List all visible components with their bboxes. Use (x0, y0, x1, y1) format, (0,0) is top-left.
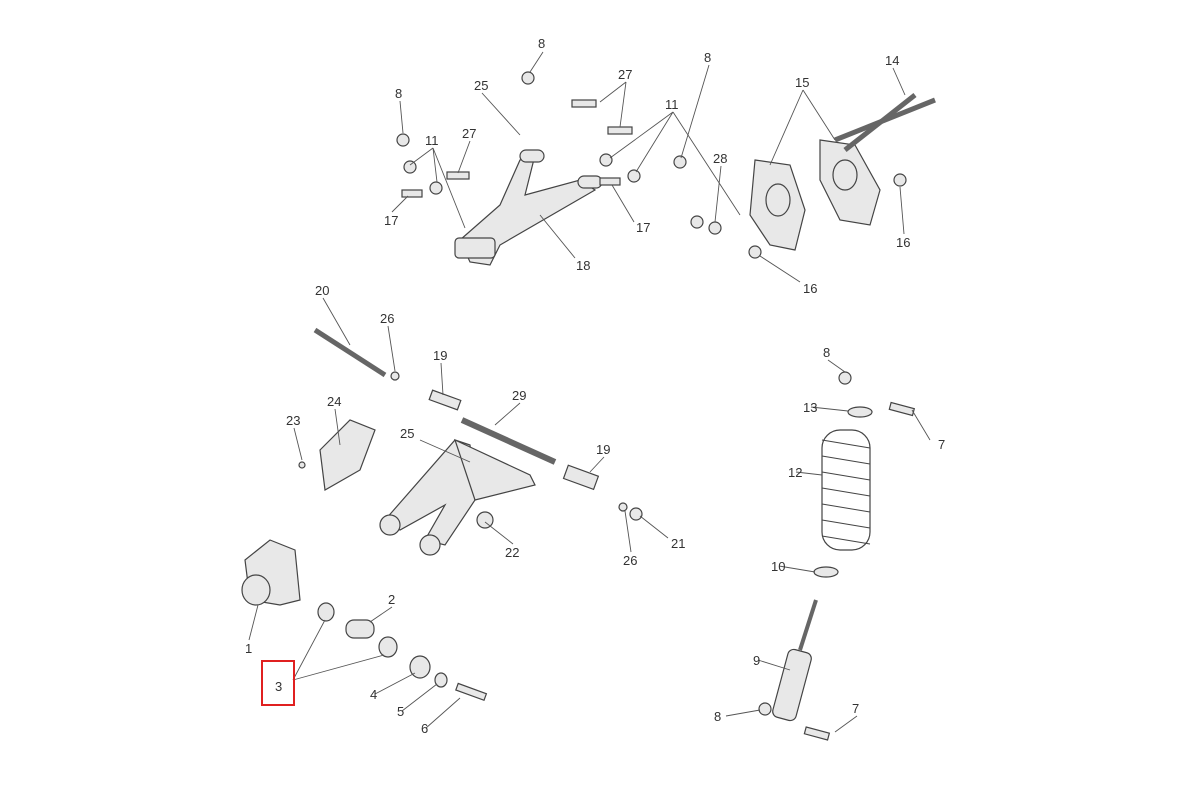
callout-27: 27 (462, 126, 476, 141)
hub-carrier (241, 539, 301, 606)
callout-1: 1 (245, 641, 252, 656)
callout-20: 20 (315, 283, 329, 298)
callout-10: 10 (771, 559, 785, 574)
shock-absorber (758, 371, 916, 741)
bracket-assembly (749, 139, 881, 251)
callout-16: 16 (896, 235, 910, 250)
callout-24: 24 (327, 394, 341, 409)
callout-8: 8 (714, 709, 721, 724)
callout-17: 17 (384, 213, 398, 228)
callout-26: 26 (623, 553, 637, 568)
callout-8: 8 (395, 86, 402, 101)
long-bolts (834, 93, 936, 152)
callout-14: 14 (885, 53, 899, 68)
callout-15: 15 (795, 75, 809, 90)
callout-21: 21 (671, 536, 685, 551)
callout-3: 3 (275, 679, 282, 694)
highlight-box-callout-3 (261, 660, 295, 706)
callout-2: 2 (388, 592, 395, 607)
callout-19: 19 (596, 442, 610, 457)
callout-4: 4 (370, 687, 377, 702)
callout-6: 6 (421, 721, 428, 736)
lower-swing-arm (379, 438, 536, 556)
callout-27: 27 (618, 67, 632, 82)
callout-8: 8 (538, 36, 545, 51)
callout-25: 25 (400, 426, 414, 441)
callout-11: 11 (665, 97, 679, 112)
upper-a-arm (454, 149, 603, 266)
callout-labels: 8 27 25 8 11 14 15 8 27 11 28 17 18 17 1… (245, 36, 945, 736)
callout-25: 25 (474, 78, 488, 93)
callout-28: 28 (713, 151, 727, 166)
callout-7: 7 (852, 701, 859, 716)
callout-19: 19 (433, 348, 447, 363)
callout-23: 23 (286, 413, 300, 428)
bushings-washers (317, 602, 488, 702)
lower-hardware (298, 327, 643, 521)
callout-29: 29 (512, 388, 526, 403)
callout-12: 12 (788, 465, 802, 480)
callout-18: 18 (576, 258, 590, 273)
callout-16: 16 (803, 281, 817, 296)
callout-22: 22 (505, 545, 519, 560)
callout-26: 26 (380, 311, 394, 326)
callout-11: 11 (425, 133, 439, 148)
callout-17: 17 (636, 220, 650, 235)
callout-9: 9 (753, 653, 760, 668)
callout-8: 8 (823, 345, 830, 360)
callout-5: 5 (397, 704, 404, 719)
leader-lines (248, 51, 931, 733)
small-hardware-top (396, 71, 907, 259)
callout-8: 8 (704, 50, 711, 65)
callout-7: 7 (938, 437, 945, 452)
callout-13: 13 (803, 400, 817, 415)
